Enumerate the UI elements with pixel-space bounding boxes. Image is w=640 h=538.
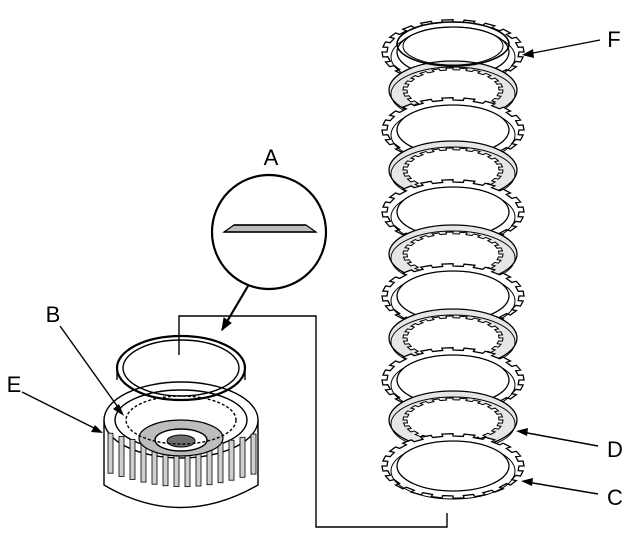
leader-e bbox=[21, 391, 99, 431]
steel-plate bbox=[381, 263, 525, 330]
seal-ring-outer bbox=[115, 334, 247, 402]
top-plate-ring bbox=[396, 21, 510, 67]
leader-f bbox=[527, 39, 601, 55]
detail-magnifier bbox=[210, 173, 328, 332]
leader-c bbox=[526, 481, 599, 495]
clutch-drum bbox=[103, 334, 259, 509]
detail-leader-arrowhead bbox=[221, 317, 232, 332]
callout-a: A bbox=[264, 145, 279, 170]
steel-plate bbox=[381, 433, 525, 500]
drum-splines bbox=[107, 432, 257, 488]
detail-circle bbox=[210, 173, 328, 291]
seal-cross-section bbox=[222, 224, 318, 233]
assembly-bracket-line bbox=[178, 315, 448, 528]
seal-ring-inner bbox=[122, 339, 240, 397]
callout-d: D bbox=[607, 437, 623, 462]
callout-c: C bbox=[607, 485, 623, 510]
callout-f: F bbox=[607, 27, 620, 52]
leader-b bbox=[59, 325, 121, 411]
callout-leaders bbox=[21, 39, 601, 495]
callout-b: B bbox=[46, 302, 61, 327]
callout-e: E bbox=[7, 372, 22, 397]
clutch-plate-stack bbox=[381, 19, 525, 500]
friction-disc bbox=[388, 390, 518, 452]
leader-d bbox=[521, 431, 599, 447]
